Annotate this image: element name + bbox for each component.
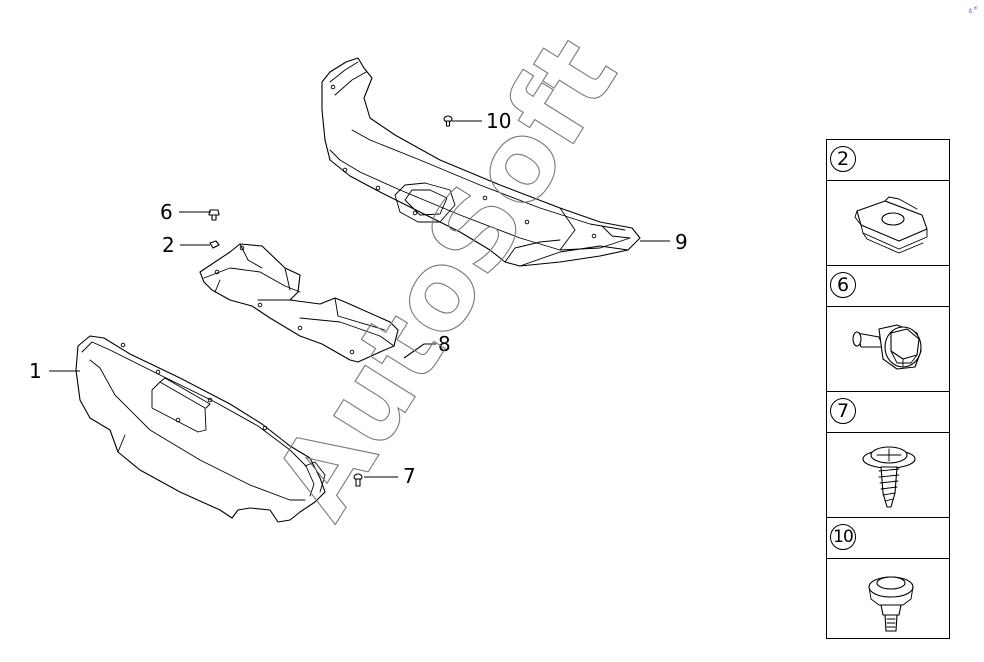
legend-image-6 bbox=[827, 307, 949, 392]
legend-row-7: 7 bbox=[827, 392, 949, 433]
legend-number-6: 6 bbox=[830, 272, 856, 298]
fastener-6-small bbox=[208, 209, 220, 221]
leader-line-8 bbox=[403, 343, 436, 359]
legend-image-10 bbox=[827, 559, 949, 642]
callout-2: 2 bbox=[162, 233, 175, 257]
fastener-2-small bbox=[209, 240, 220, 249]
callout-8: 8 bbox=[438, 332, 451, 356]
push-rivet-icon bbox=[868, 576, 914, 632]
callout-7: 7 bbox=[403, 464, 416, 488]
callout-1: 1 bbox=[29, 359, 42, 383]
callout-6: 6 bbox=[160, 200, 173, 224]
legend-image-2 bbox=[827, 181, 949, 266]
part-9-upper-cover bbox=[321, 57, 641, 267]
legend-number-2: 2 bbox=[830, 146, 856, 172]
corner-mark: ıf ∞ bbox=[967, 4, 980, 16]
part-8-shield-bracket bbox=[199, 243, 399, 363]
fastener-10-small bbox=[443, 115, 453, 127]
tapping-screw-icon bbox=[862, 446, 916, 508]
part-1-front-panel bbox=[75, 335, 326, 523]
legend-row-10: 10 bbox=[827, 518, 949, 559]
callout-10: 10 bbox=[486, 109, 511, 133]
watermark: AutoSoft bbox=[251, 17, 642, 539]
hex-bolt-icon bbox=[852, 324, 922, 370]
legend-row-2: 2 bbox=[827, 140, 949, 181]
legend-image-7 bbox=[827, 433, 949, 518]
fastener-7-small bbox=[353, 473, 363, 487]
legend-row-6: 6 bbox=[827, 266, 949, 307]
callout-9: 9 bbox=[675, 230, 688, 254]
legend-number-7: 7 bbox=[830, 398, 856, 424]
fastener-legend: 2 6 7 bbox=[826, 139, 950, 639]
legend-number-10: 10 bbox=[830, 524, 856, 550]
speed-nut-clip-icon bbox=[854, 196, 928, 254]
